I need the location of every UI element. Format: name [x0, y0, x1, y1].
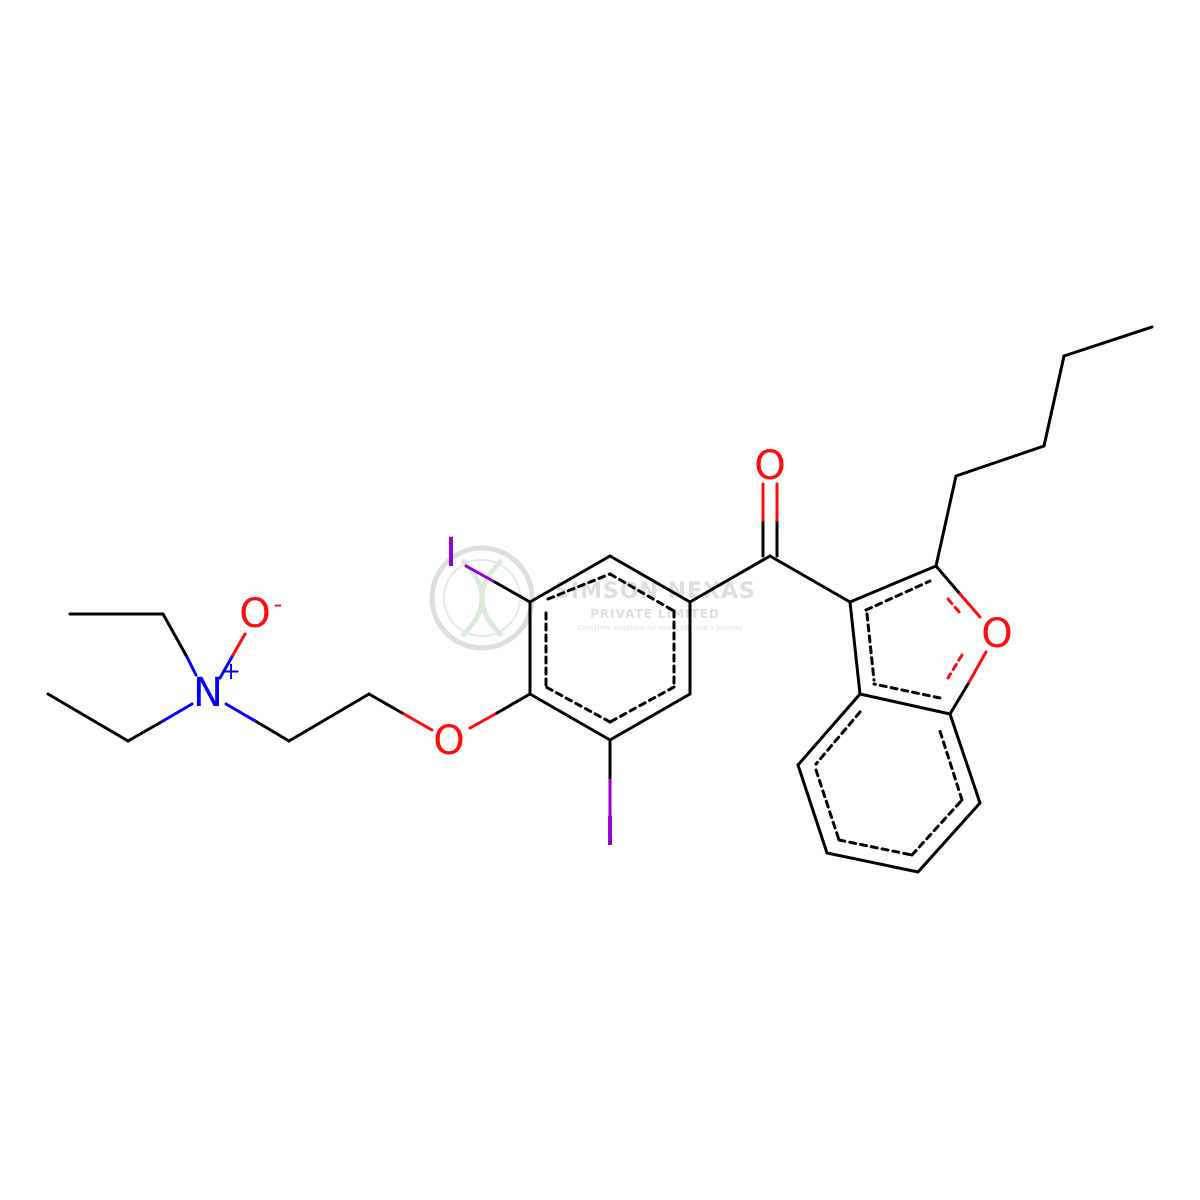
bond: [966, 650, 988, 686]
bond: [495, 692, 532, 715]
watermark-subtitle: PRIVATE LIMITED: [590, 607, 720, 621]
bond: [218, 653, 235, 680]
bond: [46, 692, 130, 743]
bond: [954, 444, 1046, 478]
atom-n-oxide-oxygen: O: [239, 591, 270, 637]
atom-iodine-top: I: [445, 530, 457, 576]
atom-ether-oxygen: O: [433, 718, 464, 764]
bond: [468, 711, 499, 730]
bond: [858, 692, 952, 716]
bond: [934, 474, 958, 568]
bond: [528, 692, 612, 742]
bond: [255, 720, 291, 743]
bond: [491, 579, 532, 604]
bond: [825, 851, 920, 874]
watermark: SIMSON NEXAS PRIVATE LIMITED Complete so…: [429, 545, 755, 651]
atom-nitrogen: N: [193, 670, 223, 716]
bond: [796, 692, 862, 767]
bond: [287, 692, 371, 743]
atom-furan-oxygen: O: [981, 611, 1012, 657]
bonds: [46, 325, 1154, 874]
bond: [608, 554, 692, 604]
bond: [528, 554, 612, 604]
bond: [1042, 354, 1066, 448]
bond: [848, 564, 938, 604]
bond: [464, 564, 495, 583]
atom-labels: N + O - O I I O O: [193, 443, 1013, 855]
bond: [1062, 325, 1154, 358]
bond: [934, 564, 962, 596]
bond: [402, 712, 434, 732]
bond: [958, 592, 982, 619]
bond: [948, 712, 982, 805]
bond: [126, 719, 165, 743]
atom-iodine-bottom: I: [604, 809, 616, 855]
atom-n-oxide-charge: -: [274, 590, 283, 618]
bond: [948, 682, 970, 716]
bond: [224, 702, 259, 724]
bond: [185, 655, 198, 677]
atom-nitrogen-charge: +: [221, 657, 241, 685]
bond: [231, 632, 247, 657]
watermark-tagline: Complete solutions for every chemist's j…: [577, 624, 742, 632]
atom-carbonyl-oxygen: O: [754, 443, 785, 489]
watermark-logo-icon: [429, 545, 535, 651]
bond: [796, 763, 829, 855]
bond: [688, 554, 772, 604]
bond: [768, 554, 852, 604]
bond: [916, 801, 982, 874]
bond: [161, 702, 194, 723]
bond: [161, 612, 189, 659]
bond: [608, 692, 692, 742]
bond: [367, 692, 406, 716]
bond: [848, 600, 862, 696]
